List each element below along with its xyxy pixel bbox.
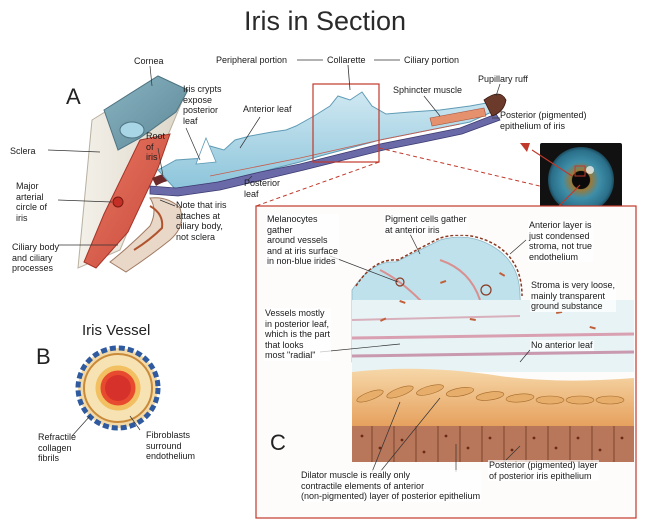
label-dilator-muscle: Dilator muscle is really only contractil… (300, 470, 482, 502)
ciliary-pigment-line (133, 205, 164, 251)
ciliary-muscle-shape (83, 133, 171, 269)
panel-b-illustration (75, 345, 161, 431)
panel-a-letter: A (66, 84, 81, 109)
panel-c-leaders (319, 233, 531, 473)
panel-a-illustration (77, 75, 621, 273)
schlemm-canal (119, 121, 145, 139)
label-no-anterior-leaf: No anterior leaf (530, 340, 594, 351)
label-posterior-pigmented-layer: Posterior (pigmented) layer of posterior… (488, 460, 599, 481)
c-radial-vessel-3 (351, 315, 521, 321)
eye-arrow-left-head (520, 143, 530, 152)
label-major-arterial-circle: Major arterial circle of iris (16, 181, 48, 223)
c-stroma-cells (380, 272, 596, 330)
c-vessel-loop-2 (439, 259, 481, 301)
major-arterial-circle-mark (112, 196, 124, 208)
label-posterior-leaf: Posterior leaf (244, 178, 281, 199)
collarette-zoom-box (312, 83, 380, 163)
label-pigment-cells: Pigment cells gather at anterior iris (384, 214, 468, 235)
label-sclera: Sclera (10, 146, 36, 156)
iris-vessel-title: Iris Vessel (82, 322, 151, 339)
panel-a-leaders (47, 65, 501, 246)
label-ciliary-portion: Ciliary portion (404, 55, 460, 65)
panel-b-leaders (71, 415, 141, 437)
eye-thumbnail (540, 143, 622, 217)
c-pigmented-epithelium (352, 426, 634, 462)
label-root-of-iris: Root of iris (146, 131, 166, 162)
c-vessel-cross-section-2 (395, 277, 405, 287)
label-anterior-layer: Anterior layer is just condensed stroma,… (528, 220, 594, 262)
label-refractile-collagen: Refractile collagen fibrils (38, 432, 77, 463)
c-radial-vessel-2 (351, 350, 635, 358)
c-anterior-pigment-border (355, 234, 523, 297)
iris-anterior-leaf (157, 91, 497, 191)
sphincter-muscle-shape (429, 107, 487, 127)
c-epithelium-cells (371, 426, 615, 462)
label-iris-attaches-note: Note that iris attaches at ciliary body,… (176, 200, 227, 242)
label-vessels-posterior-leaf: Vessels mostly in posterior leaf, which … (264, 308, 332, 361)
label-fibroblasts: Fibroblasts surround endothelium (146, 430, 196, 461)
c-radial-vessel-1 (351, 332, 635, 340)
c-pigment-specks (360, 434, 624, 454)
collarette-pointer (347, 64, 351, 91)
label-cornea: Cornea (134, 56, 164, 66)
label-pupillary-ruff: Pupillary ruff (478, 74, 528, 84)
pupillary-ruff-shape (483, 93, 507, 117)
label-sphincter-muscle: Sphincter muscle (393, 85, 463, 95)
iris-crypt-gap (195, 136, 217, 165)
label-anterior-leaf: Anterior leaf (243, 104, 292, 114)
label-peripheral-portion: Peripheral portion (216, 55, 288, 65)
c-spindle-cells (356, 384, 625, 405)
label-stroma: Stroma is very loose, mainly transparent… (530, 280, 617, 312)
page-title: Iris in Section (243, 6, 407, 36)
ciliary-processes-shape (109, 197, 183, 273)
panel-c-letter: C (270, 430, 286, 455)
iris-vessel-lines (209, 123, 461, 177)
label-iris-crypts: Iris crypts expose posterior leaf (183, 84, 222, 126)
iris-posterior-epithelium (149, 113, 501, 197)
label-melanocytes: Melanocytes gather around vessels and at… (266, 214, 340, 267)
panel-b-letter: B (36, 344, 51, 369)
c-vessel-cross-section (480, 284, 492, 296)
label-collarette: Collarette (327, 55, 366, 65)
label-ciliary-body: Ciliary body and ciliary processes (12, 242, 60, 273)
eye-arrow-left (531, 149, 573, 177)
label-posterior-epithelium: Posterior (pigmented) epithelium of iris (500, 110, 587, 131)
zoom-line-bottom (255, 161, 380, 207)
